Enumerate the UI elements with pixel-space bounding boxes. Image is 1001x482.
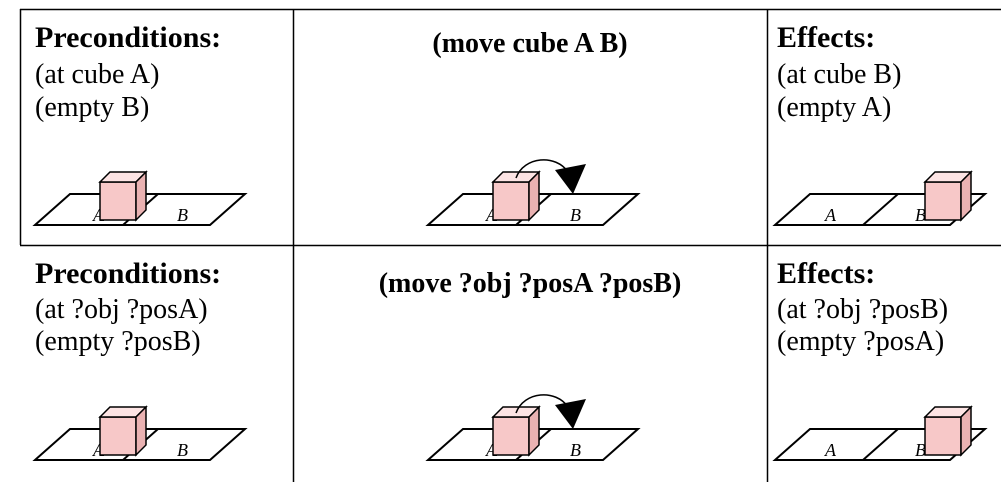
platform-divider [862, 428, 899, 461]
effects-header: Effects: [777, 21, 875, 54]
row-1: Preconditions: (at cube A) (empty B) A B… [32, 21, 988, 226]
cube [98, 405, 148, 457]
platform-divider [862, 193, 899, 226]
preconditions-cell: Preconditions: (at cube A) (empty B) A B [32, 21, 248, 226]
slot-label-b: B [570, 205, 581, 225]
move-arrow-head [555, 164, 586, 194]
cube-side-face [528, 170, 540, 222]
world-scene: A B [32, 170, 248, 226]
effects-cell: Effects: (at ?obj ?posB) (empty ?posA) A… [772, 257, 988, 461]
action-cell: (move ?obj ?posA ?posB) A B [379, 268, 682, 461]
precondition-line: (at cube A) [35, 59, 159, 90]
cube-front-face [99, 416, 137, 456]
cube-front-face [924, 181, 962, 221]
move-arrow-arc [515, 394, 569, 414]
cube [491, 170, 541, 222]
preconditions-cell: Preconditions: (at ?obj ?posA) (empty ?p… [32, 257, 248, 461]
slot-label-b: B [915, 205, 926, 225]
slot-label-b: B [177, 205, 188, 225]
cube-side-face [960, 170, 972, 222]
world-scene: A B [772, 170, 988, 226]
row-2: Preconditions: (at ?obj ?posA) (empty ?p… [32, 257, 988, 461]
precondition-line: (empty ?posB) [35, 326, 201, 357]
cube-front-face [492, 416, 530, 456]
world-scene: A B [32, 405, 248, 461]
slot-label-b: B [177, 440, 188, 460]
precondition-line: (empty B) [35, 92, 149, 123]
cube [491, 405, 541, 457]
cube [923, 170, 973, 222]
effects-header: Effects: [777, 257, 875, 290]
effects-cell: Effects: (at cube B) (empty A) A B [772, 21, 988, 226]
move-arrow-arc [515, 159, 569, 179]
slot-label-b: B [915, 440, 926, 460]
cube [923, 405, 973, 457]
move-arrow-head [555, 399, 586, 429]
slot-label-b: B [570, 440, 581, 460]
preconditions-header: Preconditions: [35, 257, 221, 290]
precondition-line: (at ?obj ?posA) [35, 294, 208, 325]
world-scene: A B [772, 405, 988, 461]
world-scene: A B [425, 159, 641, 226]
action-title: (move cube A B) [432, 28, 627, 59]
cube-side-face [135, 170, 147, 222]
world-scene: A B [425, 394, 641, 461]
slot-label-a: A [824, 205, 837, 225]
action-title: (move ?obj ?posA ?posB) [379, 268, 682, 299]
effect-line: (at cube B) [777, 59, 901, 90]
cube-side-face [135, 405, 147, 457]
effect-line: (empty A) [777, 92, 891, 123]
preconditions-header: Preconditions: [35, 21, 221, 54]
cube-front-face [924, 416, 962, 456]
cube-side-face [528, 405, 540, 457]
slot-label-a: A [824, 440, 837, 460]
cube-front-face [492, 181, 530, 221]
cube-front-face [99, 181, 137, 221]
effect-line: (at ?obj ?posB) [777, 294, 948, 325]
action-cell: (move cube A B) A B [425, 28, 641, 226]
cube-side-face [960, 405, 972, 457]
cube [98, 170, 148, 222]
effect-line: (empty ?posA) [777, 326, 944, 357]
table-grid [19, 8, 1001, 482]
